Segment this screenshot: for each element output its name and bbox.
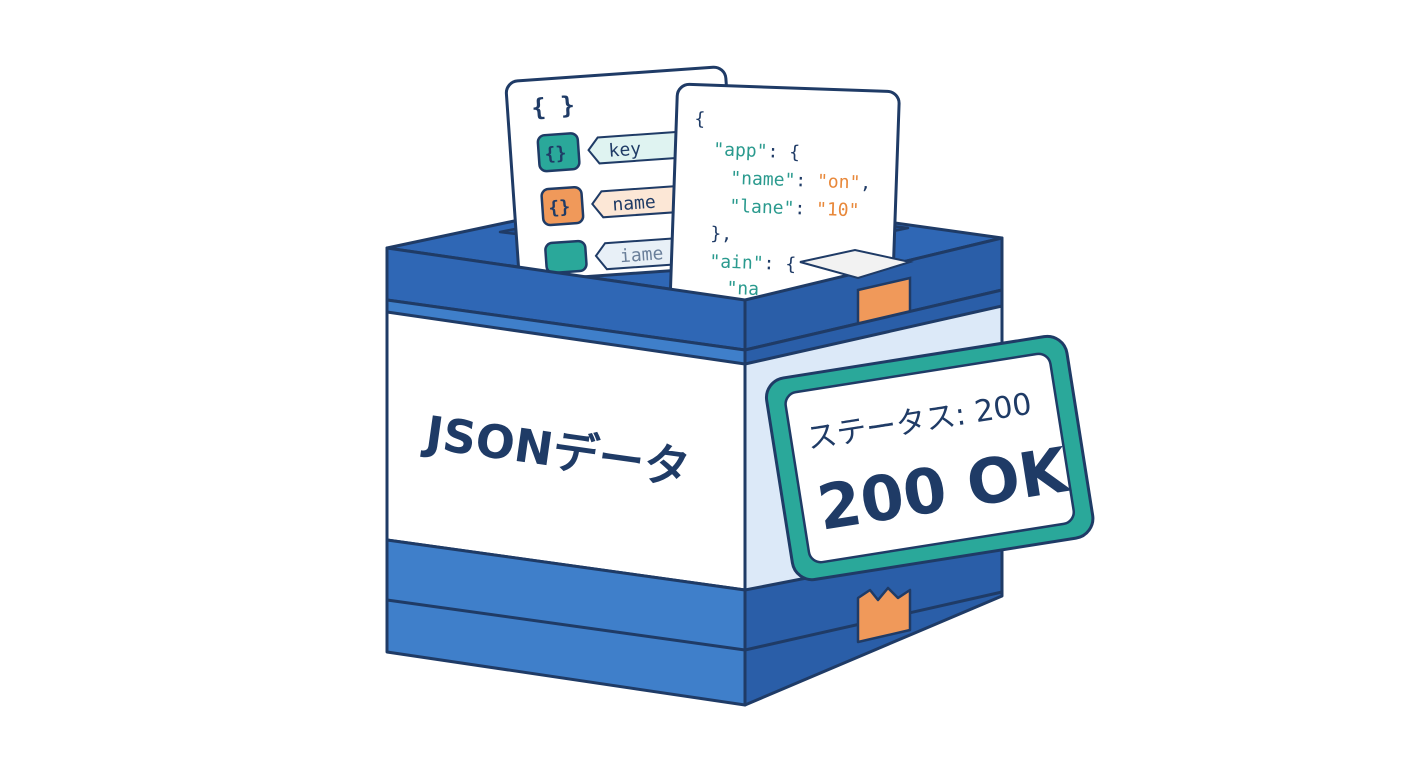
json-punct: : xyxy=(795,170,817,192)
json-value-10: "10" xyxy=(816,199,860,222)
json-punct: : { xyxy=(763,253,796,275)
json-line-7: "na xyxy=(726,278,759,300)
json-key-app: "app" xyxy=(713,139,768,162)
orange-brace-icon: {} xyxy=(548,197,571,219)
json-code-card: { "app": { "name": "on", "lane": "10" },… xyxy=(669,82,901,308)
json-punct: : { xyxy=(767,141,800,163)
tape-top-light xyxy=(799,248,914,280)
json-key-lane: "lane" xyxy=(729,196,795,219)
status-tag: ステータス: 200 200 OK xyxy=(764,334,1095,582)
box-lid-lip xyxy=(385,236,1004,352)
json-punct: : xyxy=(794,198,816,220)
json-key-name: "name" xyxy=(730,168,796,191)
schema-row-label: iame xyxy=(619,243,664,267)
json-punct: , xyxy=(860,172,872,193)
tape-bottom-orange xyxy=(856,586,912,644)
box-front xyxy=(385,298,747,707)
json-value-on: "on" xyxy=(817,171,861,194)
json-line-4: "lane": "10" xyxy=(729,196,860,222)
json-line-1: { xyxy=(694,109,706,130)
schema-row-label: key xyxy=(608,138,642,161)
json-line-2: "app": { xyxy=(713,139,800,163)
json-line-3: "name": "on", xyxy=(730,168,872,194)
json-line-6: "ain": { xyxy=(709,251,796,275)
schema-braces: { } xyxy=(530,91,575,122)
json-line-5: }, xyxy=(710,223,732,245)
json-key-ain: "ain" xyxy=(709,251,764,274)
teal-brace-icon: {} xyxy=(544,143,567,165)
schema-row-label: name xyxy=(612,192,657,216)
